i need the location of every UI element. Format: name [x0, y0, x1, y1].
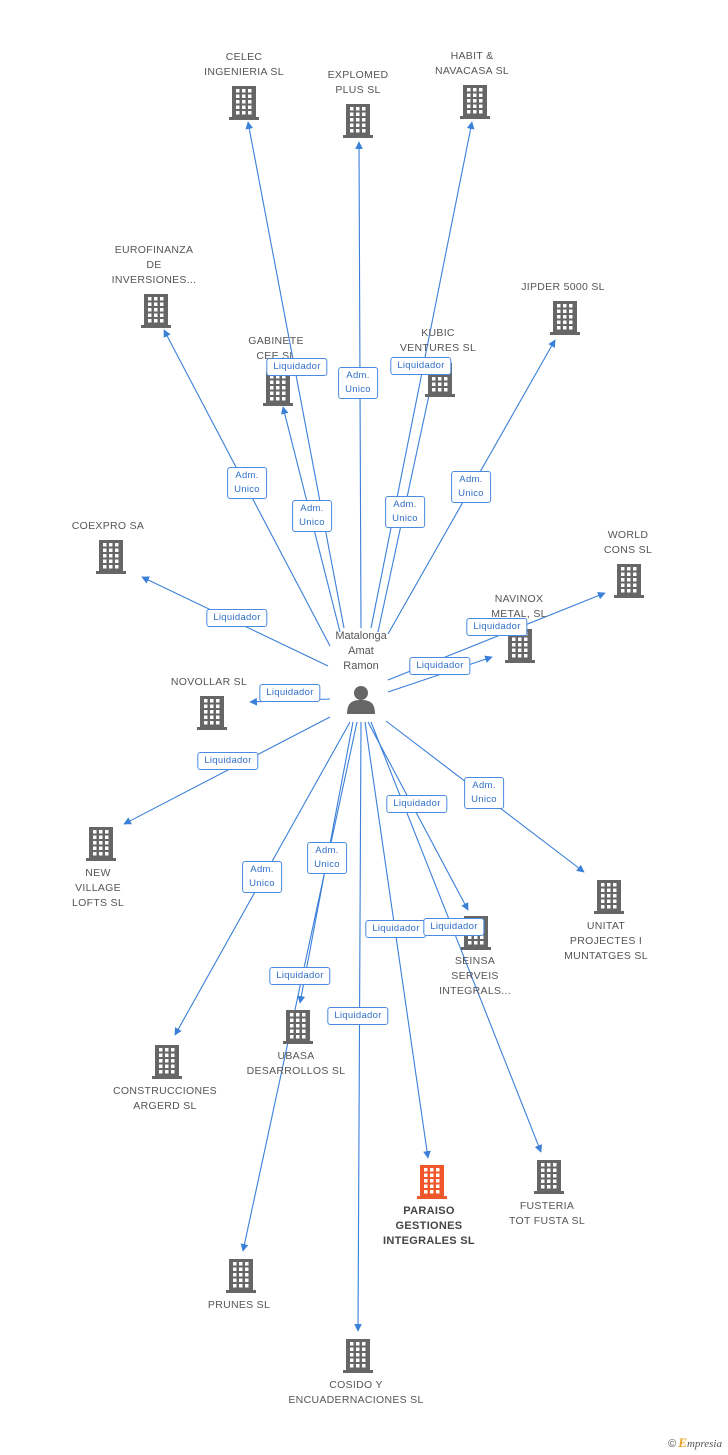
building-icon-unitat[interactable] [594, 880, 624, 914]
role-badge-celec[interactable]: Liquidador [266, 358, 328, 376]
role-badge-novollar[interactable]: Liquidador [259, 684, 321, 702]
building-icon-jipder[interactable] [550, 301, 580, 335]
edge-newvillage [123, 716, 331, 825]
company-label-habit[interactable]: HABIT & NAVACASA SL [434, 50, 510, 77]
role-badge-navinox[interactable]: Liquidador [409, 657, 471, 675]
company-label-fusteria[interactable]: FUSTERIA TOT FUSTA SL [509, 1200, 585, 1227]
building-icon-explomed[interactable] [343, 104, 373, 138]
company-label-paraiso[interactable]: PARAISO GESTIONES INTEGRALES SL [383, 1205, 475, 1247]
role-badge-explomed[interactable]: Adm. Unico [338, 367, 378, 399]
role-badge-paraiso[interactable]: Liquidador [365, 920, 427, 938]
building-icon-construcciones[interactable] [152, 1045, 182, 1079]
building-icon-fusteria[interactable] [534, 1160, 564, 1194]
role-badge-coexpro[interactable]: Liquidador [206, 609, 268, 627]
role-badge-eurofinanza[interactable]: Adm. Unico [227, 467, 267, 499]
company-label-coexpro[interactable]: COEXPRO SA [71, 520, 145, 532]
person-icon[interactable] [347, 686, 375, 714]
edge-seinsa [367, 721, 469, 911]
company-label-celec[interactable]: CELEC INGENIERIA SL [204, 51, 284, 78]
role-badge-unitat[interactable]: Adm. Unico [464, 777, 504, 809]
company-label-unitat[interactable]: UNITAT PROJECTES I MUNTATGES SL [564, 920, 648, 962]
company-label-novollar[interactable]: NOVOLLAR SL [170, 676, 248, 688]
role-badge-fusteria[interactable]: Liquidador [423, 918, 485, 936]
edge-fusteria [370, 721, 543, 1153]
role-badge-prunes[interactable]: Liquidador [269, 967, 331, 985]
copyright-symbol: © [668, 1438, 677, 1450]
role-badge-newvillage[interactable]: Liquidador [197, 752, 259, 770]
building-icon-gabinete[interactable] [263, 372, 293, 406]
company-label-prunes[interactable]: PRUNES SL [207, 1299, 271, 1311]
building-icon-celec[interactable] [229, 86, 259, 120]
edge-cosido [354, 721, 362, 1332]
company-label-construcciones[interactable]: CONSTRUCCIONES ARGERD SL [113, 1085, 217, 1112]
brand-name: mpresia [686, 1438, 722, 1450]
company-label-cosido[interactable]: COSIDO Y ENCUADERNACIONES SL [288, 1379, 424, 1406]
building-icon-eurofinanza[interactable] [141, 294, 171, 328]
edge-paraiso [364, 721, 431, 1159]
building-icon-cosido[interactable] [343, 1339, 373, 1373]
company-label-eurofinanza[interactable]: EUROFINANZA DE INVERSIONES... [111, 244, 197, 286]
building-icon-world[interactable] [614, 564, 644, 598]
building-icon-novollar[interactable] [197, 696, 227, 730]
building-icon-ubasa[interactable] [283, 1010, 313, 1044]
role-badge-world[interactable]: Liquidador [466, 618, 528, 636]
building-icon-prunes[interactable] [226, 1259, 256, 1293]
person-name: Matalonga Amat Ramon [335, 630, 387, 672]
role-badge-habit[interactable]: Liquidador [390, 357, 452, 375]
company-label-jipder[interactable]: JIPDER 5000 SL [521, 281, 605, 293]
role-badge-gabinete[interactable]: Adm. Unico [292, 500, 332, 532]
company-label-ubasa[interactable]: UBASA DESARROLLOS SL [246, 1050, 346, 1077]
edge-habit [370, 121, 475, 629]
building-icon-habit[interactable] [460, 85, 490, 119]
company-label-kubic[interactable]: KUBIC VENTURES SL [399, 327, 477, 354]
building-icon-newvillage[interactable] [86, 827, 116, 861]
edge-prunes [240, 721, 358, 1252]
brand-initial: E [678, 1435, 687, 1450]
empresia-logo: ©Empresia [668, 1435, 722, 1451]
role-badge-kubic[interactable]: Adm. Unico [385, 496, 425, 528]
role-badge-ubasa[interactable]: Adm. Unico [307, 842, 347, 874]
company-label-explomed[interactable]: EXPLOMED PLUS SL [327, 69, 389, 96]
building-icon-paraiso[interactable] [417, 1165, 447, 1199]
company-label-world[interactable]: WORLD CONS SL [603, 529, 653, 556]
company-label-newvillage[interactable]: NEW VILLAGE LOFTS SL [72, 867, 124, 909]
company-label-seinsa[interactable]: SEINSA SERVEIS INTEGRALS... [439, 955, 511, 997]
role-badge-cosido[interactable]: Liquidador [327, 1007, 389, 1025]
company-label-navinox[interactable]: NAVINOX METAL, SL [491, 593, 547, 620]
role-badge-seinsa[interactable]: Liquidador [386, 795, 448, 813]
role-badge-construcciones[interactable]: Adm. Unico [242, 861, 282, 893]
building-icon-coexpro[interactable] [96, 540, 126, 574]
role-badge-jipder[interactable]: Adm. Unico [451, 471, 491, 503]
